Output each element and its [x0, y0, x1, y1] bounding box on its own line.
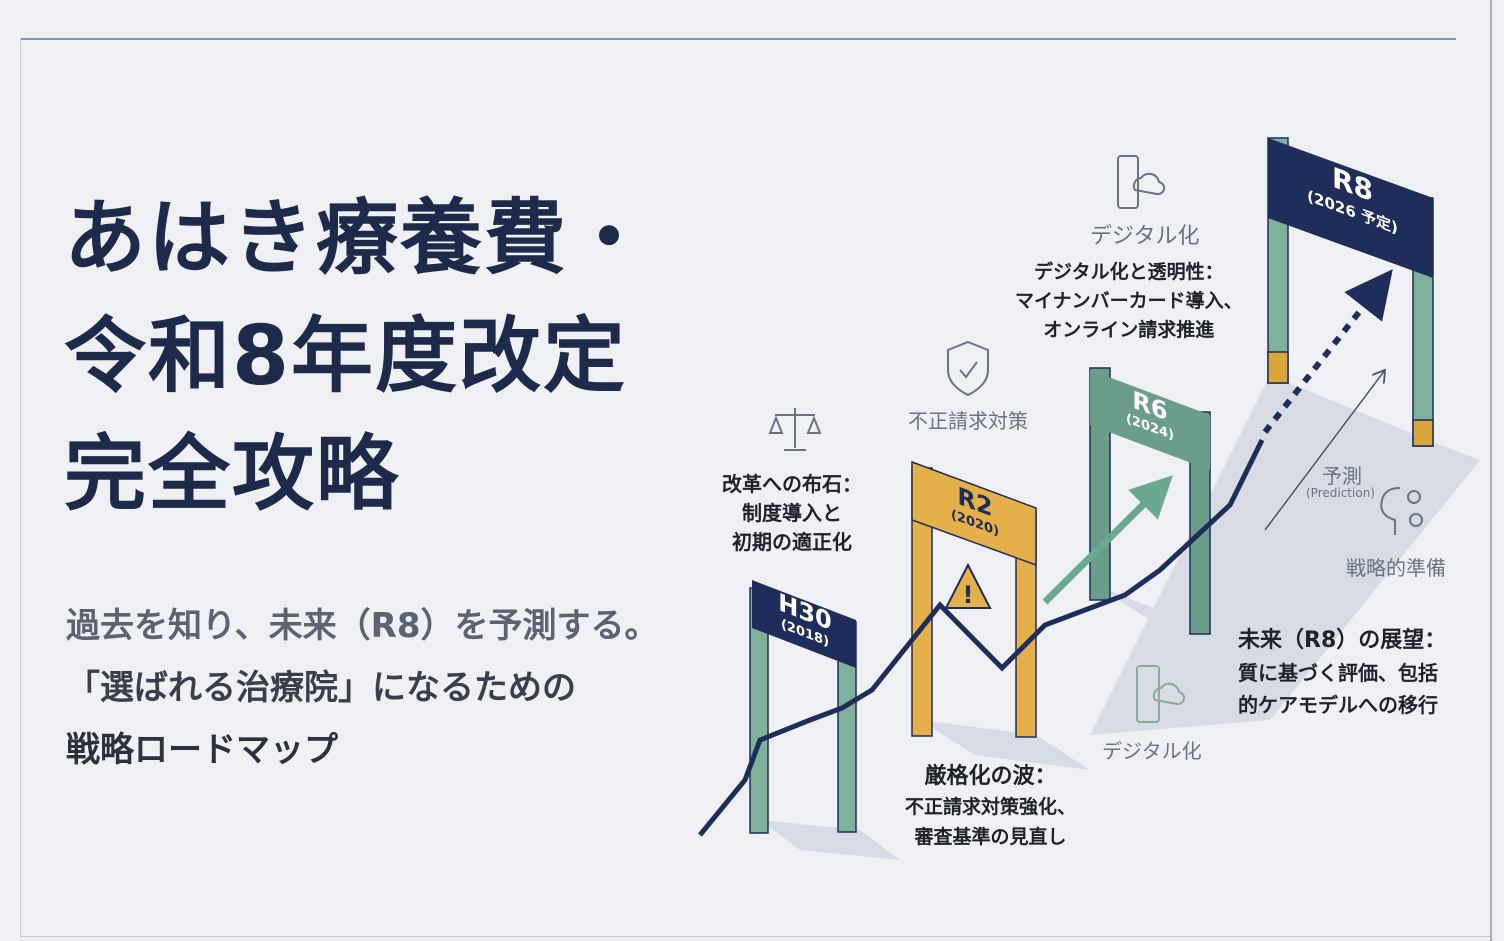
growth-arrow: [1042, 475, 1173, 605]
shield-check-icon: [947, 340, 989, 397]
prediction-en-label: (Prediction): [1306, 486, 1375, 500]
title-line-1: あはき療養費・: [64, 191, 653, 286]
gate-shadows: [760, 375, 1480, 860]
head-gear-icon: [1380, 487, 1423, 535]
subtitle-line-1: 過去を知り、未来（R8）を予測する。: [66, 606, 659, 646]
phone-cloud-icon: [1117, 155, 1166, 209]
title-line-2: 令和8年度改定: [64, 309, 628, 404]
subtitle-line-3: 戦略ロードマップ: [66, 730, 338, 770]
note-r6: デジタル化と透明性： マイナンバーカード導入、 オンライン請求推進: [1015, 261, 1243, 341]
note-h30: 改革への布石： 制度導入と 初期の適正化: [722, 472, 862, 554]
gate-r8: [1267, 137, 1434, 447]
fraud-label: 不正請求対策: [908, 409, 1028, 433]
scale-icon: [768, 408, 822, 451]
warning-icon: [944, 562, 992, 609]
prediction-label: 予測: [1322, 464, 1362, 488]
frame-line-right: [1490, 0, 1492, 941]
prediction-thin-arrow: [1264, 370, 1385, 531]
note-r2: 厳格化の波： 不正請求対策強化、 審査基準の見直し: [905, 764, 1077, 848]
frame-line-top: [20, 38, 1456, 40]
svg-text:!: !: [963, 581, 974, 609]
strategy-label: 戦略的準備: [1346, 556, 1446, 580]
phone-cloud-icon-2: [1136, 665, 1186, 723]
frame-line-left: [20, 38, 21, 938]
gate-h30: [749, 580, 857, 834]
title-line-3: 完全攻略: [64, 427, 401, 522]
trend-line: [698, 438, 1265, 837]
subtitle-line-2: 「選ばれる治療院」になるための: [66, 668, 576, 708]
gate-r2: !: [911, 460, 1037, 738]
note-r8: 未来（R8）の展望： 質に基づく評価、包括 的ケアモデルへの移行: [1238, 628, 1447, 717]
frame-line-bottom: [20, 936, 1490, 937]
digital-label-bottom: デジタル化: [1102, 739, 1202, 763]
digital-label-top: デジタル化: [1090, 224, 1200, 249]
page-title: あはき療養費・ 令和8年度改定 完全攻略: [64, 180, 652, 534]
